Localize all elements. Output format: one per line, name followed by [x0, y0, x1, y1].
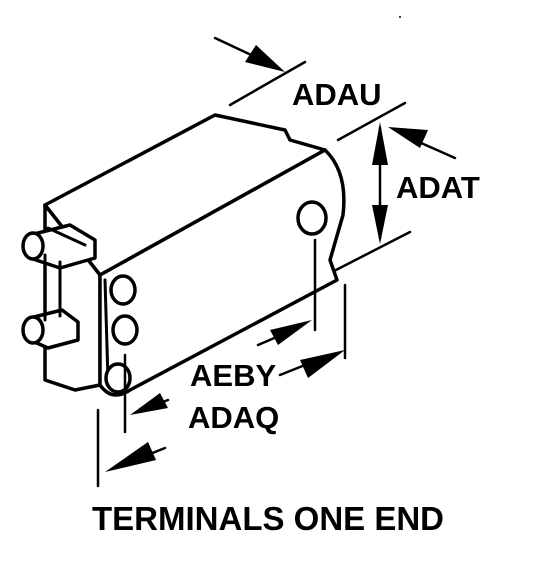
dimension-adaq [96, 283, 347, 488]
terminal-hole-3 [104, 362, 132, 394]
dimension-aeby [123, 238, 317, 434]
label-adaq: ADAQ [188, 400, 279, 435]
terminal-hole-2 [111, 314, 139, 346]
label-adat: ADAT [396, 170, 480, 205]
caption: TERMINALS ONE END [92, 500, 444, 537]
terminal-hole-4 [296, 200, 328, 236]
terminal-hole-1 [109, 274, 137, 306]
dimension-adau [213, 36, 407, 142]
terminal-holes [104, 200, 328, 394]
label-aeby: AEBY [190, 358, 276, 393]
dimension-adat [334, 122, 457, 272]
left-terminals [21, 223, 97, 350]
relay-body [43, 113, 346, 397]
speck-mark [399, 16, 401, 18]
label-adau: ADAU [292, 77, 382, 112]
